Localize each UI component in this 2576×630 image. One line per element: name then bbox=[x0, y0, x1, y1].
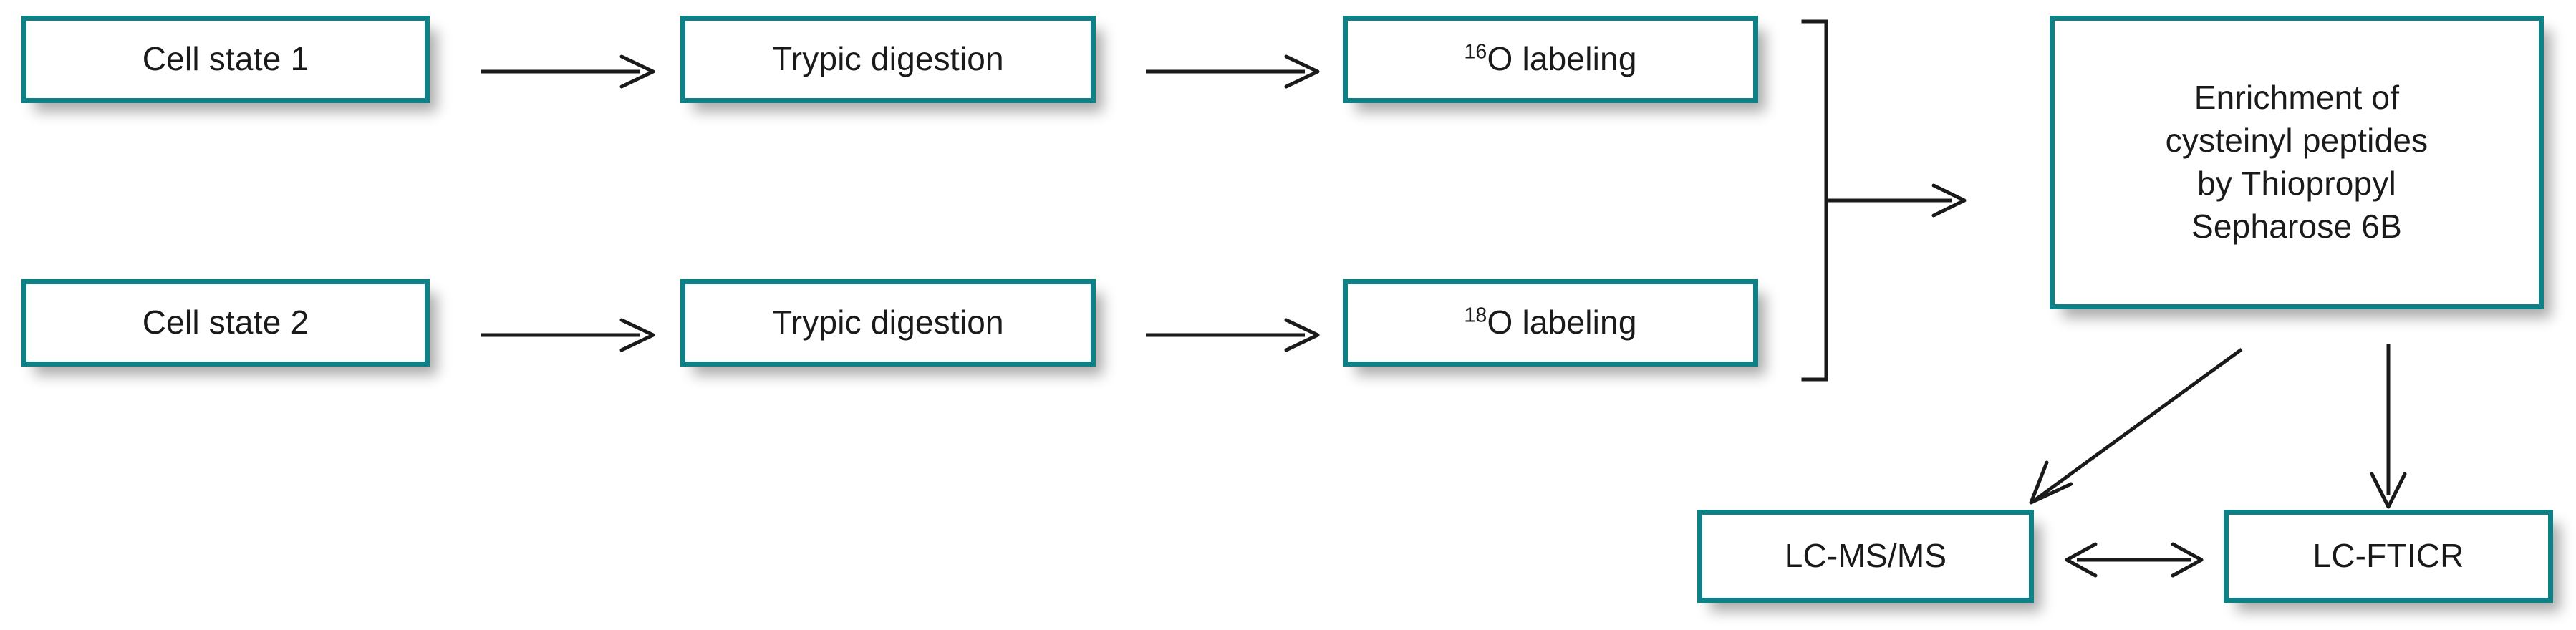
node-lc-ms-ms-label: LC-MS/MS bbox=[1784, 537, 1947, 575]
node-cell-state-2-label: Cell state 2 bbox=[142, 304, 309, 341]
node-cell-state-2: Cell state 2 bbox=[21, 279, 430, 367]
arrow-lcmsms-lcfticr-bidirectional bbox=[2063, 535, 2206, 585]
node-trypic-digestion-2: Trypic digestion bbox=[680, 279, 1096, 367]
node-lc-ms-ms: LC-MS/MS bbox=[1697, 510, 2034, 603]
arrow-cellstate1-to-trypic1 bbox=[481, 50, 660, 93]
arrow-trypic2-to-o18 bbox=[1146, 314, 1325, 357]
node-o16-labeling: 16O labeling bbox=[1343, 16, 1758, 103]
node-trypic-digestion-2-label: Trypic digestion bbox=[772, 304, 1004, 341]
bracket-combine-labels bbox=[1798, 14, 2048, 387]
node-lc-fticr: LC-FTICR bbox=[2224, 510, 2553, 603]
arrow-cellstate2-to-trypic2 bbox=[481, 314, 660, 357]
node-trypic-digestion-1: Trypic digestion bbox=[680, 16, 1096, 103]
node-enrichment-label: Enrichment of cysteinyl peptides by Thio… bbox=[2165, 79, 2428, 245]
node-cell-state-1: Cell state 1 bbox=[21, 16, 430, 103]
node-o18-labeling-label: 18O labeling bbox=[1464, 304, 1637, 341]
arrow-enrichment-to-lcmsms bbox=[1991, 344, 2277, 515]
node-o16-labeling-label: 16O labeling bbox=[1464, 40, 1637, 78]
node-lc-fticr-label: LC-FTICR bbox=[2312, 537, 2464, 575]
arrow-trypic1-to-o16 bbox=[1146, 50, 1325, 93]
node-enrichment: Enrichment of cysteinyl peptides by Thio… bbox=[2050, 16, 2544, 309]
node-trypic-digestion-1-label: Trypic digestion bbox=[772, 40, 1004, 78]
node-o18-labeling: 18O labeling bbox=[1343, 279, 1758, 367]
node-cell-state-1-label: Cell state 1 bbox=[142, 40, 309, 78]
arrow-enrichment-to-lcfticr bbox=[2356, 344, 2421, 515]
